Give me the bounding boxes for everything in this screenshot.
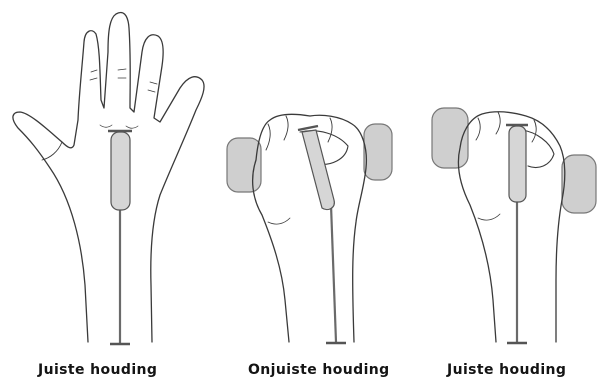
fist-knuckle-line-1 (266, 124, 270, 150)
splint-grip (509, 126, 526, 202)
fist-knuckle-line-2 (284, 116, 288, 140)
panel-2-splint (298, 126, 346, 343)
caption-panel-3: Juiste houding (447, 362, 566, 378)
splint-rod (331, 205, 336, 342)
hand-outline (13, 13, 204, 342)
fist-knuckle-line-2 (496, 112, 500, 134)
panel-1-open-hand (13, 13, 204, 342)
finger-joint-1 (90, 70, 97, 80)
fist-thumb (522, 130, 554, 168)
fist-knuckle-line-3 (328, 118, 332, 142)
caption-panel-1: Juiste houding (38, 362, 157, 378)
caption-panel-2: Onjuiste houding (248, 362, 390, 378)
splint-grip (111, 132, 130, 210)
panel-1-splint (108, 131, 132, 344)
pad-right (562, 155, 596, 213)
thumb-crease (42, 142, 62, 160)
fist-knuckle-line-1 (476, 118, 480, 140)
splint-grip (302, 130, 334, 210)
fist-wrist-crease (268, 218, 290, 224)
pad-left (227, 138, 261, 192)
splint-top-bar (298, 126, 318, 130)
fist-wrist-crease (478, 214, 500, 220)
finger-joint-3 (148, 82, 157, 92)
panel-3-splint (506, 125, 528, 343)
knuckle-lines (100, 125, 138, 128)
pad-right (364, 124, 392, 180)
fist-knuckle-line-3 (532, 120, 536, 142)
finger-joint-2 (118, 69, 126, 78)
